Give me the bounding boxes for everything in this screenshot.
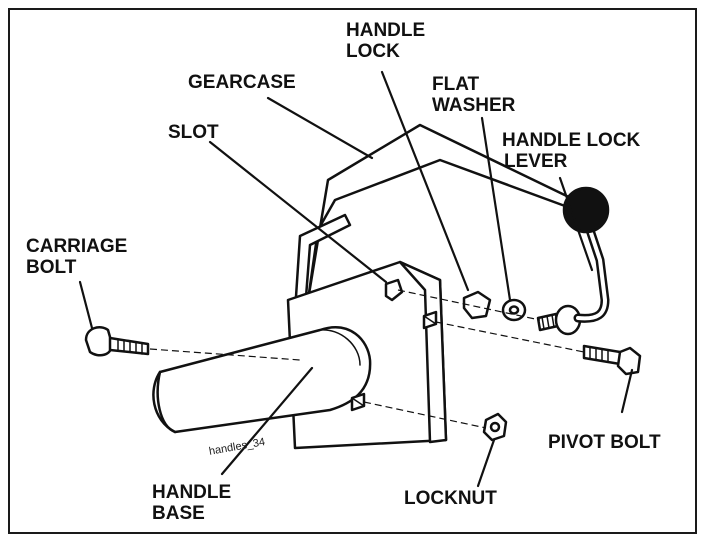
label-flat-washer-line2: WASHER (432, 95, 516, 116)
leader-handle-lock (380, 70, 470, 292)
label-carriage-bolt: CARRIAGE BOLT (26, 236, 127, 278)
handle-base-flange (398, 260, 448, 444)
label-handle-lock-lever: HANDLE LOCK LEVER (502, 130, 640, 172)
gearcase (306, 123, 577, 302)
label-locknut: LOCKNUT (404, 488, 497, 509)
label-slot: SLOT (168, 122, 219, 143)
leader-lever (558, 176, 594, 272)
label-lever-line2: LEVER (504, 151, 568, 172)
label-handle-base-line1: HANDLE (152, 482, 232, 503)
leader-handle-base (220, 366, 314, 476)
axis-locknut (363, 401, 487, 429)
axis-upper (397, 289, 541, 321)
label-carriage-line2: BOLT (26, 257, 77, 278)
label-flat-washer-line1: FLAT (432, 74, 480, 95)
leader-carriage-bolt (78, 280, 94, 330)
leader-locknut (476, 438, 496, 488)
pivot-bolt-head (616, 346, 642, 376)
leader-pivot-bolt (620, 368, 634, 414)
label-pivot-bolt: PIVOT BOLT (548, 432, 661, 453)
label-handle-lock-line2: LOCK (346, 41, 400, 62)
carriage-bolt-head (84, 326, 114, 357)
label-lever-line1: HANDLE LOCK (502, 130, 641, 151)
label-handle-lock: HANDLE LOCK (346, 20, 425, 62)
handle-lock-part (462, 290, 492, 320)
leader-gearcase (266, 96, 374, 160)
label-flat-washer: FLAT WASHER (432, 74, 515, 116)
label-handle-lock-line1: HANDLE (346, 20, 426, 41)
leader-flat-washer (480, 116, 512, 302)
axis-carriage (149, 348, 301, 361)
leader-slot (208, 140, 388, 284)
label-carriage-line1: CARRIAGE (26, 236, 128, 257)
slot-bolt (384, 278, 404, 302)
handle-tube (156, 326, 372, 434)
label-handle-base-line2: BASE (152, 503, 205, 524)
label-gearcase: GEARCASE (188, 72, 296, 93)
diagram-frame (8, 8, 697, 534)
axis-pivot (435, 321, 585, 353)
handle-tube-end (152, 370, 177, 434)
label-handle-base: HANDLE BASE (152, 482, 231, 524)
